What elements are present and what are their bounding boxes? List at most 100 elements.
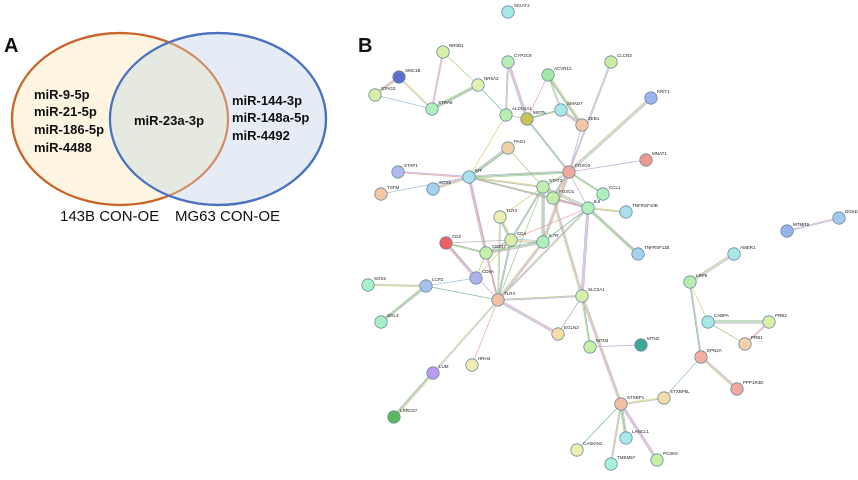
node-label: ACVR1C [554, 66, 573, 71]
node-circle [426, 182, 440, 196]
network-node-cd247: CD247 [479, 244, 507, 260]
network-edge [486, 252, 499, 300]
node-label: PPP1R3D [743, 380, 764, 385]
node-circle [701, 315, 715, 329]
node-label: PRB2 [775, 313, 787, 318]
network-edge [497, 295, 582, 300]
network-edge [392, 372, 433, 417]
left-item-3: miR-4488 [34, 140, 92, 155]
network-node-zeb1: ZEB1 [575, 116, 600, 132]
network-edge [497, 299, 559, 335]
network-edge [425, 277, 477, 287]
right-item-1: miR-148a-5p [232, 110, 309, 125]
network-node-slc2a1: SLC2A1 [575, 287, 605, 303]
network-node-sox5: SOX5 [426, 180, 452, 196]
network-edge [368, 284, 427, 286]
network-edge [610, 403, 621, 464]
network-edge [581, 296, 590, 348]
node-label: SMC1B [405, 68, 421, 73]
node-label: EGLN2 [564, 325, 579, 330]
network-edge [527, 118, 570, 172]
panel-a-letter: A [4, 35, 18, 57]
network-edge [497, 207, 588, 300]
panel-b-letter: B [358, 35, 372, 57]
network-edge [786, 217, 839, 231]
node-label: KIT [475, 168, 482, 173]
network-edge [690, 281, 702, 357]
node-circle [657, 391, 671, 405]
network-edge [468, 146, 508, 177]
node-label: SOS2 [374, 276, 387, 281]
network-node-clcn3: CLCN3 [604, 53, 632, 69]
network-edge [467, 177, 486, 254]
network-node-hrh4: HRH4 [465, 356, 491, 372]
network-edge [485, 253, 498, 301]
network-node-caskin1: CASKIN1 [570, 441, 603, 457]
network-edge [432, 52, 444, 110]
network-edge [587, 207, 639, 255]
network-node-lum: LUM [426, 364, 449, 380]
node-label: TMEM57 [617, 455, 636, 460]
network-node-tmem57: TMEM57 [604, 455, 636, 471]
node-label: LRP6 [696, 273, 708, 278]
node-circle [436, 45, 450, 59]
network-edge [477, 84, 507, 116]
node-circle [465, 358, 479, 372]
node-label: STAG3 [381, 86, 396, 91]
node-circle [520, 112, 534, 126]
node-circle [583, 340, 597, 354]
network-node-stag3: STAG3 [368, 86, 396, 102]
node-label: FOXO1 [559, 189, 575, 194]
network-edge [553, 197, 584, 296]
node-circle [541, 68, 555, 82]
network-edge [485, 241, 544, 254]
node-circle [504, 233, 518, 247]
network-edge [475, 239, 512, 279]
node-circle [462, 170, 476, 184]
venn-right-outline [108, 31, 328, 207]
network-node-mtn3: MTN3 [583, 338, 609, 354]
network-edge [582, 295, 623, 404]
network-node-prb1: PRB1 [738, 335, 763, 351]
node-circle [374, 187, 388, 201]
node-circle [575, 289, 589, 303]
node-circle [479, 246, 493, 260]
network-node-amer1: AMER1 [727, 245, 756, 261]
network-edge [542, 207, 589, 243]
network-node-pag1: PAG1 [501, 139, 526, 155]
network-edge [374, 94, 433, 110]
node-circle [575, 118, 589, 132]
network-node-cyp2c9: CYP2C9 [501, 53, 532, 69]
network-edge [586, 208, 638, 256]
network-edge [497, 216, 500, 300]
network-edge [787, 218, 840, 232]
network-node-tlr3: TLR3 [493, 208, 518, 224]
network-edge [700, 357, 737, 391]
network-edge [580, 296, 621, 405]
node-label: CCL1 [609, 185, 621, 190]
network-node-kit: KIT [462, 168, 482, 184]
node-label: EPN2A [707, 348, 722, 353]
network-edge [541, 171, 569, 242]
node-circle [493, 210, 507, 224]
node-label: SIGAT2 [514, 3, 530, 8]
node-circle [501, 5, 515, 19]
node-circle [491, 293, 505, 307]
node-label: CD4 [517, 231, 526, 236]
node-circle [501, 141, 515, 155]
network-node-tnfrsf10b: TNFRSF10B [619, 203, 658, 219]
node-label: SMAD7 [567, 101, 583, 106]
node-label: STAT3 [549, 178, 563, 183]
network-edge [546, 75, 582, 126]
network-edge [468, 170, 569, 177]
intersection-item-0: miR-23a-3p [134, 113, 204, 128]
node-label: PAG1 [514, 139, 526, 144]
network-edge [551, 198, 582, 297]
network-edge [468, 114, 507, 178]
network-node-krit1: KRIT1 [644, 89, 670, 105]
node-label: PCSK6 [663, 451, 678, 456]
network-edge [499, 186, 544, 218]
network-edge [498, 298, 559, 334]
network-edge [445, 242, 499, 301]
